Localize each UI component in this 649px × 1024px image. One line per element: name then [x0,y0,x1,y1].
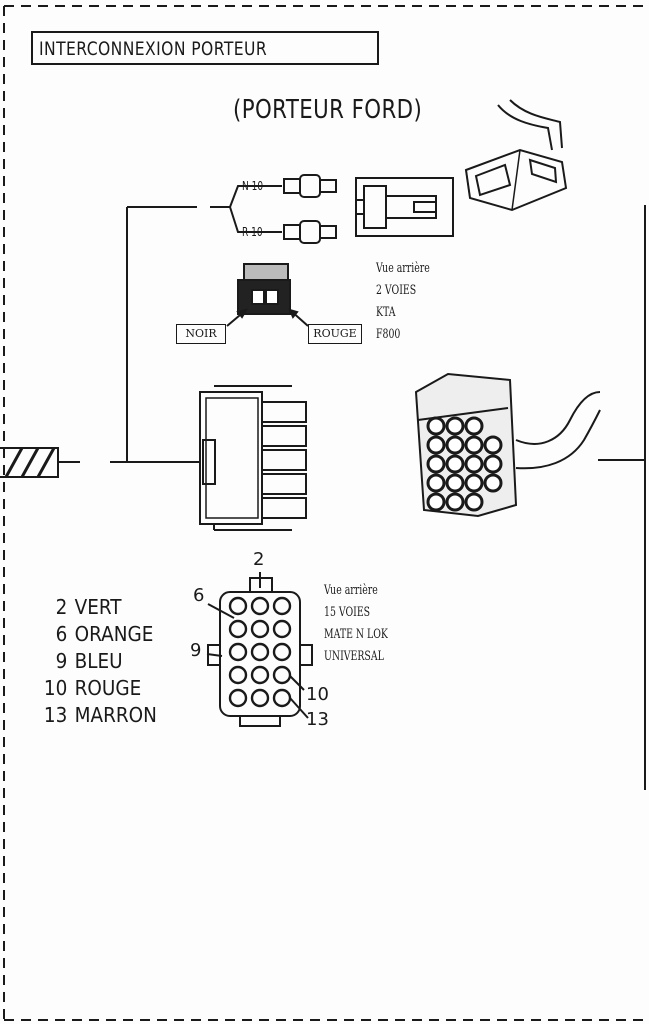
cavity [464,416,484,436]
connector-2way-notes: Vue arrière 2 VOIES KTA F800 [376,258,430,346]
cavity [426,473,446,493]
page-subtitle: (PORTEUR FORD) [233,95,423,125]
note-line: KTA [376,305,396,320]
wire-tag-rouge: ROUGE [308,324,362,344]
legend-pin: 10 [43,676,68,700]
pin-hole [272,665,292,685]
wire-fork [229,185,282,233]
pin-label-10: 10 [306,684,329,705]
pin-hole [272,642,292,662]
pin-hole [250,665,270,685]
connector-2way-3d [464,99,568,212]
cavity [445,473,465,493]
cavity [445,454,465,474]
pin-hole [250,642,270,662]
legend-pin: 9 [55,649,68,673]
cavity [445,416,465,436]
pin-leader-9 [206,653,223,657]
pin-leader-13 [289,697,309,719]
connector-2way-outline [355,177,454,237]
pin-hole [228,665,248,685]
pin-hole [228,642,248,662]
pin-label-6: 6 [193,585,205,606]
cavity [426,416,446,436]
legend-color: VERT [74,595,122,619]
cavity [483,454,503,474]
terminal-n10 [283,174,337,198]
connector-15way-notes: Vue arrière 15 VOIES MATE N LOK UNIVERSA… [324,580,388,668]
cavity [445,492,465,512]
connector-2way-rear [226,263,309,327]
cavity [464,435,484,455]
pin-grid-3d [426,416,503,512]
pin-hole [272,596,292,616]
pin-hole [228,596,248,616]
pin-label-9: 9 [190,640,202,661]
pin-grid-15 [228,596,292,708]
note-line: Vue arrière [376,261,430,276]
cavity [445,435,465,455]
note-line: UNIVERSAL [324,649,384,664]
pin-hole [250,596,270,616]
note-line: F800 [376,327,401,342]
cavity [483,473,503,493]
pin-hole [250,619,270,639]
legend-color: MARRON [74,703,157,727]
pin-hole [228,688,248,708]
connector-15way-side [199,385,307,531]
cavity [426,435,446,455]
wire-label-r10: R 10 [242,225,263,239]
pin-hole [272,688,292,708]
pin-hole [228,619,248,639]
title-box: INTERCONNEXION PORTEUR [31,31,379,65]
legend-color: ROUGE [74,676,142,700]
pin-hole [272,619,292,639]
pin-label-13: 13 [306,709,329,730]
cavity [426,454,446,474]
pin-leader-10 [289,675,305,691]
cavity [483,435,503,455]
pin-hole [250,688,270,708]
note-line: 15 VOIES [324,605,371,620]
legend-pin: 2 [55,595,68,619]
cavity [426,492,446,512]
legend-pin: 13 [43,703,68,727]
legend-pin: 6 [55,622,68,646]
wire-tag-noir: NOIR [176,324,226,344]
terminal-r10 [283,220,337,244]
note-line: MATE N LOK [324,627,388,642]
legend-color: BLEU [74,649,123,673]
page-title: INTERCONNEXION PORTEUR [39,38,268,60]
note-line: Vue arrière [324,583,378,598]
wire-label-n10: N 10 [242,179,264,193]
cavity [464,492,484,512]
pin-label-2: 2 [253,549,265,570]
cavity [464,473,484,493]
note-line: 2 VOIES [376,283,417,298]
legend-color: ORANGE [74,622,154,646]
cable-hatched [0,447,59,478]
pin-leader-6 [207,603,235,619]
cavity [464,454,484,474]
